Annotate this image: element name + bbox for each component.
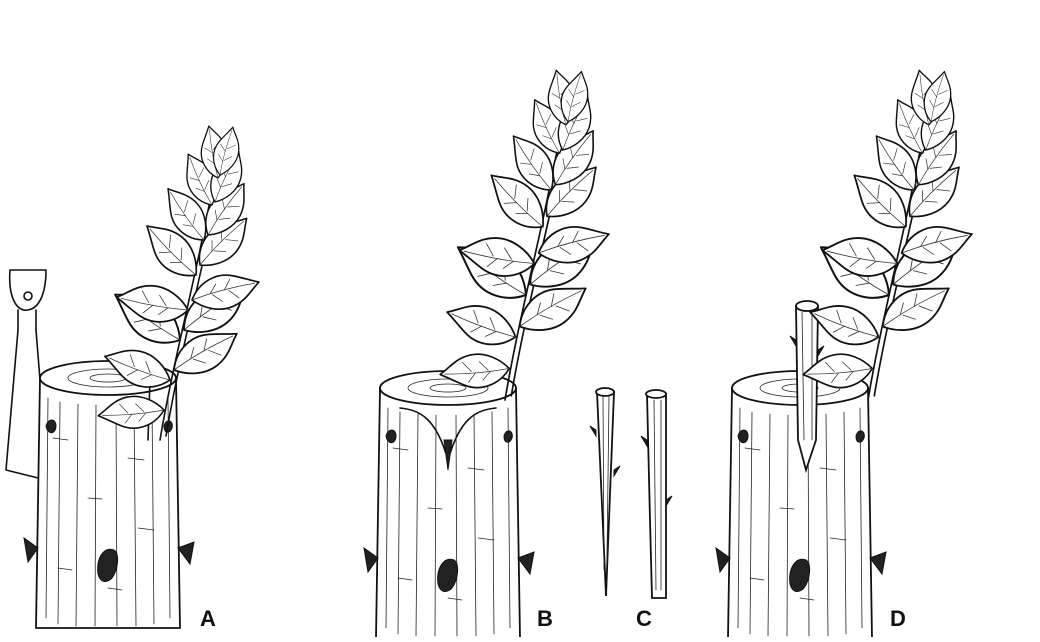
panel-b-drawing [364, 68, 614, 637]
panel-d-drawing [716, 68, 977, 637]
panel-label-a: A [200, 606, 216, 632]
panel-label-b: B [537, 606, 553, 632]
panel-label-d: D [890, 606, 906, 632]
panel-a-drawing [6, 124, 263, 628]
panel-c-drawing [590, 388, 672, 598]
panel-label-c: C [636, 606, 652, 632]
